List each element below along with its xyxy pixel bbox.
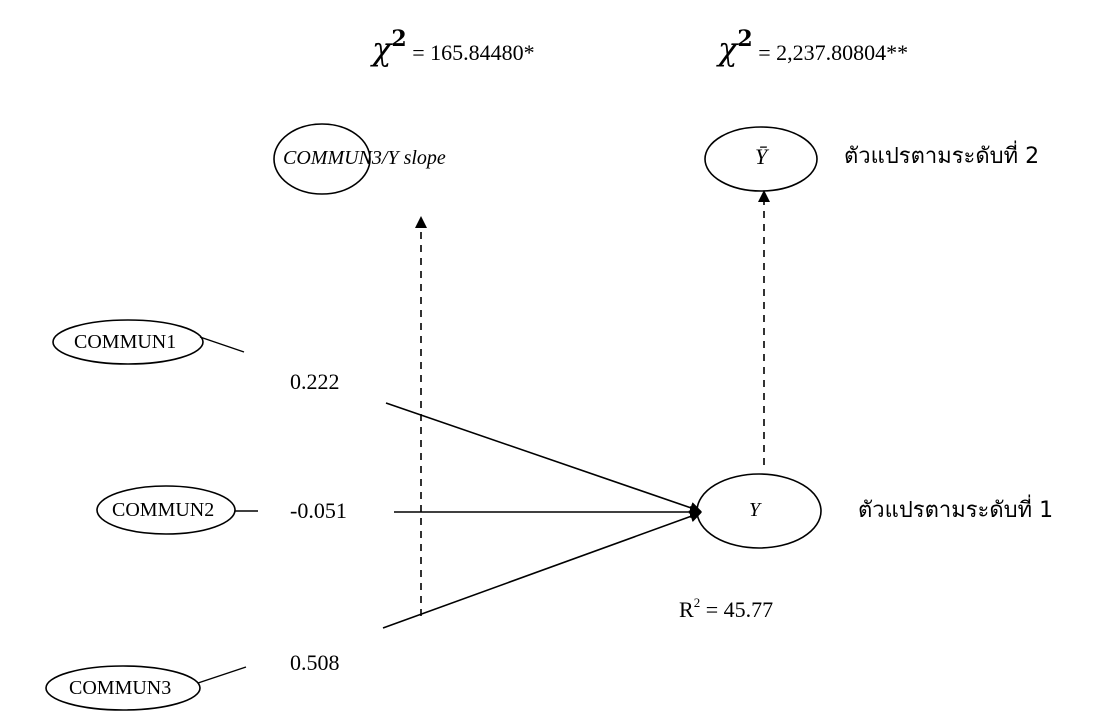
coefficient-commun2: -0.051 — [290, 498, 347, 523]
path-commun3-to-y — [382, 510, 702, 629]
commun1-ellipse — [52, 319, 204, 365]
path-commun1-to-y — [385, 402, 702, 514]
slope-node-label: COMMUN3/Y slope — [283, 147, 446, 169]
chi-square-mean-stat: χ2 = 2,237.80804** — [718, 28, 908, 65]
commun3-tail — [197, 666, 247, 684]
coefficient-commun1: 0.222 — [290, 369, 340, 394]
r-squared-stat: R2 = 45.77 — [679, 596, 773, 621]
level-1-label: ตัวแปรตามระดับที่ 1 — [858, 498, 1054, 523]
coefficient-commun3: 0.508 — [290, 650, 340, 675]
commun3-node-label: COMMUN3 — [69, 677, 172, 699]
y-node-label: Y — [749, 499, 761, 521]
ybar-node-label: Ȳ — [755, 144, 768, 169]
chi-slope-value: = 165.84480* — [412, 40, 535, 65]
commun2-ellipse — [96, 485, 236, 535]
chi-exponent: 2 — [737, 26, 753, 52]
commun1-node-label: COMMUN1 — [74, 331, 177, 353]
chi-exponent: 2 — [391, 26, 407, 52]
chi-mean-value: = 2,237.80804** — [758, 40, 909, 65]
r-squared-value: = 45.77 — [705, 597, 774, 622]
commun1-tail — [199, 336, 245, 353]
chi-symbol: χ — [372, 30, 392, 68]
chi-square-slope-stat: χ2 = 165.84480* — [372, 28, 535, 65]
slope-ellipse — [273, 123, 371, 195]
commun2-node-label: COMMUN2 — [112, 499, 215, 521]
level-2-label: ตัวแปรตามระดับที่ 2 — [844, 144, 1040, 169]
chi-symbol: χ — [718, 30, 738, 68]
r-exponent: 2 — [693, 595, 701, 610]
commun3-ellipse — [45, 665, 201, 711]
r-symbol: R — [679, 597, 694, 622]
